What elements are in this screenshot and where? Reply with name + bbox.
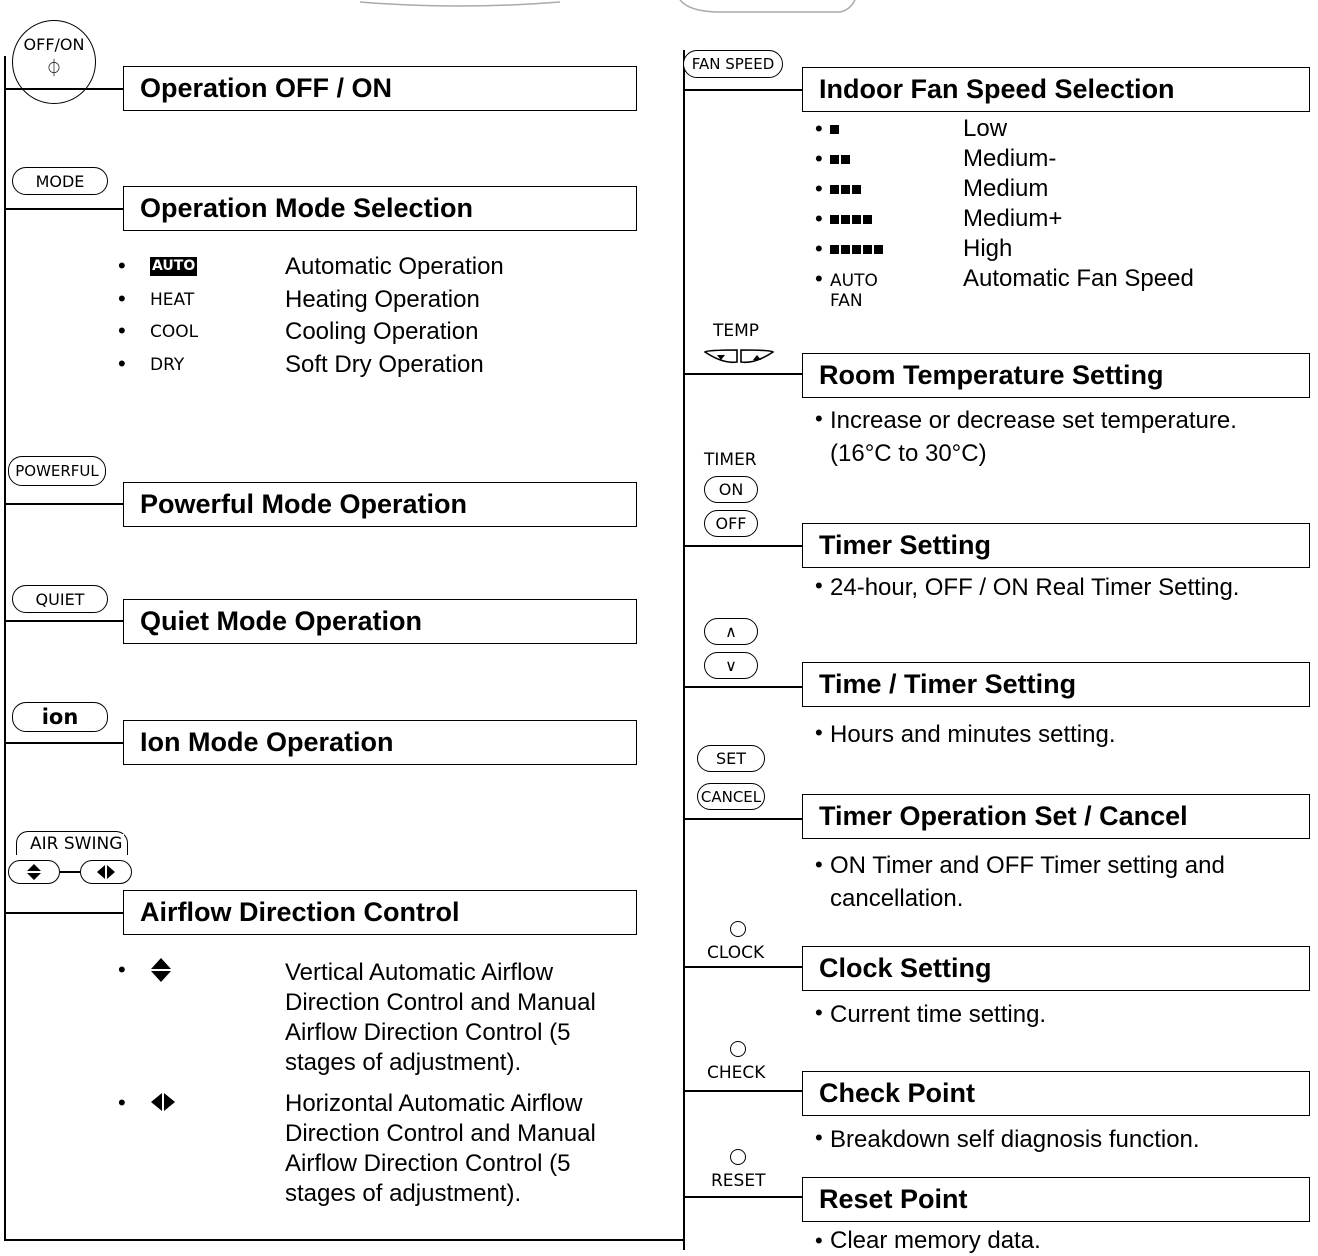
reset-description: Clear memory data. xyxy=(830,1227,1041,1254)
air-swing-bracket xyxy=(16,831,128,855)
off-on-button[interactable]: OFF/ON ⏀ xyxy=(12,20,96,104)
connector xyxy=(683,545,803,547)
vertical-arrows-icon xyxy=(27,864,41,880)
connector xyxy=(4,912,124,914)
connector xyxy=(683,1090,803,1092)
timer-off-button[interactable]: OFF xyxy=(704,510,758,537)
airflow-description: Horizontal Automatic Airflow Direction C… xyxy=(285,1090,596,1207)
vertical-swing-button[interactable] xyxy=(8,860,60,884)
header-timer-setting: Timer Setting xyxy=(802,523,1310,568)
heat-mode-key: HEAT xyxy=(150,290,195,310)
set-cancel-description: ON Timer and OFF Timer setting and xyxy=(830,852,1225,879)
check-label: CHECK xyxy=(707,1063,766,1083)
clock-description: Current time setting. xyxy=(830,1001,1047,1028)
timer-label: TIMER xyxy=(704,450,757,470)
connector xyxy=(4,742,124,744)
temp-range: (16°C to 30°C) xyxy=(830,440,987,467)
connector xyxy=(683,966,803,968)
fan-level-label: Medium- xyxy=(963,145,1057,172)
check-button[interactable] xyxy=(730,1041,746,1057)
set-cancel-description-cont: cancellation. xyxy=(830,885,964,912)
connector xyxy=(683,818,803,820)
header-powerful-mode: Powerful Mode Operation xyxy=(123,482,637,527)
set-button[interactable]: SET xyxy=(697,745,765,772)
fan-speed-bars-icon xyxy=(830,181,863,199)
mode-button[interactable]: MODE xyxy=(12,167,108,195)
fan-speed-bars-icon xyxy=(830,121,841,139)
mode-label: Soft Dry Operation xyxy=(285,351,484,378)
temp-label: TEMP xyxy=(713,321,760,341)
connector xyxy=(4,208,124,210)
header-clock-setting: Clock Setting xyxy=(802,946,1310,991)
fan-level-label: Automatic Fan Speed xyxy=(963,265,1194,292)
air-swing-label: AIR SWING xyxy=(28,834,125,854)
header-airflow-direction: Airflow Direction Control xyxy=(123,890,637,935)
header-quiet-mode: Quiet Mode Operation xyxy=(123,599,637,644)
time-up-button[interactable]: ∧ xyxy=(704,618,758,645)
check-description: Breakdown self diagnosis function. xyxy=(830,1126,1200,1153)
temp-description: Increase or decrease set temperature. xyxy=(830,407,1237,434)
header-check-point: Check Point xyxy=(802,1071,1310,1116)
header-operation-mode: Operation Mode Selection xyxy=(123,186,637,231)
header-timer-set-cancel: Timer Operation Set / Cancel xyxy=(802,794,1310,839)
header-fan-speed: Indoor Fan Speed Selection xyxy=(802,67,1310,112)
connector xyxy=(4,620,124,622)
timer-description: 24-hour, OFF / ON Real Timer Setting. xyxy=(830,574,1240,601)
mode-label: Heating Operation xyxy=(285,286,480,313)
dry-mode-key: DRY xyxy=(150,355,185,375)
right-frame-vertical xyxy=(683,50,685,1250)
off-on-button-label: OFF/ON xyxy=(23,35,85,54)
remote-outline xyxy=(360,0,856,13)
fan-level-label: Medium xyxy=(963,175,1049,202)
header-time-timer-setting: Time / Timer Setting xyxy=(802,662,1310,707)
fan-level-label: High xyxy=(963,235,1013,262)
timer-on-button[interactable]: ON xyxy=(704,476,758,503)
vertical-arrows-icon xyxy=(151,958,171,982)
header-ion-mode: Ion Mode Operation xyxy=(123,720,637,765)
temp-buttons[interactable] xyxy=(703,346,775,368)
time-description: Hours and minutes setting. xyxy=(830,721,1116,748)
connector xyxy=(683,1196,803,1198)
header-operation-off-on: Operation OFF / ON xyxy=(123,66,637,111)
connector xyxy=(4,503,124,505)
clock-label: CLOCK xyxy=(707,943,765,963)
powerful-button[interactable]: POWERFUL xyxy=(8,456,106,486)
horizontal-arrows-icon xyxy=(97,865,115,879)
cool-mode-key: COOL xyxy=(150,322,199,342)
connector xyxy=(683,686,803,688)
header-reset-point: Reset Point xyxy=(802,1177,1310,1222)
fan-level-label: Low xyxy=(963,115,1008,142)
reset-label: RESET xyxy=(711,1171,766,1191)
time-down-button[interactable]: ∨ xyxy=(704,652,758,679)
fan-level-label: Medium+ xyxy=(963,205,1063,232)
fan-speed-bars-icon xyxy=(830,211,874,229)
mode-label: Automatic Operation xyxy=(285,253,504,280)
ion-button[interactable]: ion xyxy=(12,702,108,732)
clock-button[interactable] xyxy=(730,921,746,937)
mode-label: Cooling Operation xyxy=(285,318,479,345)
reset-button[interactable] xyxy=(730,1149,746,1165)
left-frame-vertical xyxy=(4,56,6,1240)
airflow-description: Vertical Automatic Airflow Direction Con… xyxy=(285,959,596,1076)
quiet-button[interactable]: QUIET xyxy=(12,585,108,613)
fan-speed-button[interactable]: FAN SPEED xyxy=(683,50,783,78)
auto-mode-icon: AUTO xyxy=(150,257,198,276)
auto-fan-key: AUTO FAN xyxy=(830,271,878,311)
connector xyxy=(683,89,803,91)
power-icon: ⏀ xyxy=(45,59,63,79)
cancel-button[interactable]: CANCEL xyxy=(697,783,765,810)
connector xyxy=(683,373,803,375)
left-frame-bottom xyxy=(4,1239,684,1241)
fan-speed-bars-icon xyxy=(830,241,885,259)
header-room-temperature: Room Temperature Setting xyxy=(802,353,1310,398)
horizontal-arrows-icon xyxy=(151,1093,175,1111)
connector xyxy=(4,88,124,90)
fan-speed-bars-icon xyxy=(830,151,852,169)
horizontal-swing-button[interactable] xyxy=(80,860,132,884)
